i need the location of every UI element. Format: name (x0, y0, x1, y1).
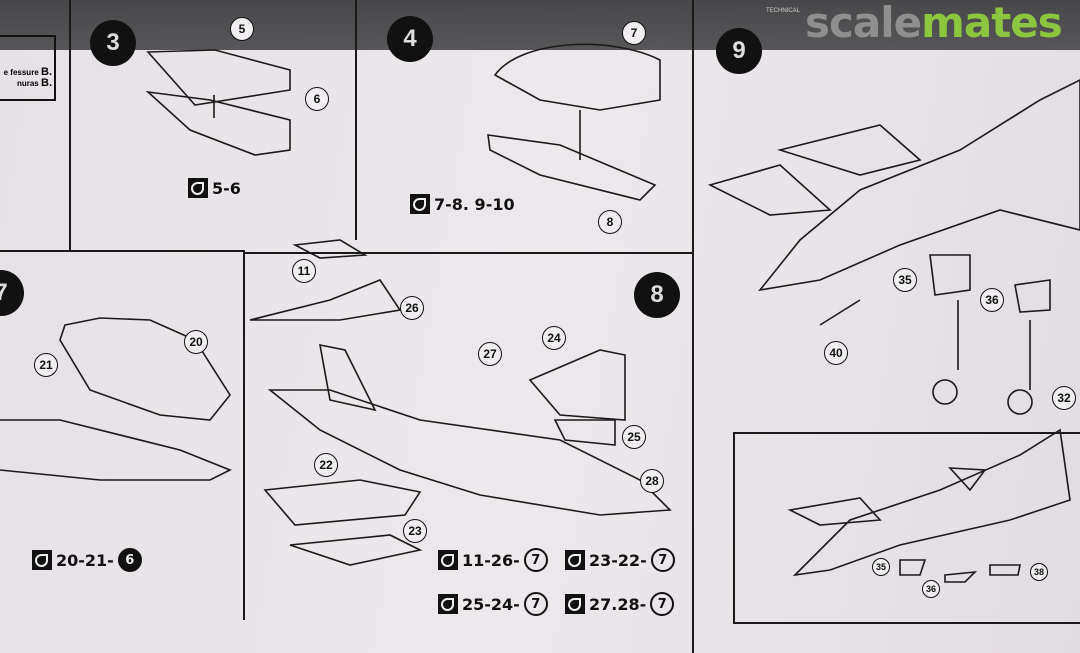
glue-icon (32, 550, 52, 570)
scalemates-logo: scalemates (805, 0, 1063, 47)
part-callout: 25 (622, 425, 646, 449)
glue-icon (188, 178, 208, 198)
part-callout: 26 (400, 296, 424, 320)
part-callout: 35 (893, 268, 917, 292)
divider (355, 0, 357, 240)
glue-icon (565, 550, 585, 570)
glue-icon (438, 550, 458, 570)
part-callout: 32 (1052, 386, 1076, 410)
aircraft-step9 (707, 79, 1080, 415)
step-4-badge: 4 (387, 16, 433, 62)
glue-icon (565, 594, 585, 614)
note-box: e fessure B. nuras B. (0, 35, 56, 101)
glue-icon (410, 194, 430, 214)
inset-box (733, 432, 1080, 624)
part-callout: 11 (292, 259, 316, 283)
header-small-text: TECHNICAL (766, 8, 801, 14)
part-callout: 35 (872, 558, 890, 576)
part-drawing-20-21 (0, 317, 232, 481)
glue-instruction-step4: 7-8. 9-10 (410, 194, 515, 214)
part-callout: 27 (478, 342, 502, 366)
part-callout: 20 (184, 330, 208, 354)
step-8-badge: 8 (634, 272, 680, 318)
part-callout: 5 (230, 17, 254, 41)
part-callout: 38 (1030, 563, 1048, 581)
part-callout: 7 (622, 21, 646, 45)
part-callout: 22 (314, 453, 338, 477)
glue-instruction-27-28: 27.28-7 (565, 592, 675, 616)
part-callout: 40 (824, 341, 848, 365)
glue-instruction-25-24: 25-24-7 (438, 592, 548, 616)
watermark-band (0, 0, 1080, 50)
part-drawing-7-8 (487, 43, 661, 201)
part-callout: 6 (305, 87, 329, 111)
part-callout: 24 (542, 326, 566, 350)
part-drawing-5-6 (145, 49, 291, 156)
aircraft-step8 (249, 239, 672, 566)
part-callout: 36 (980, 288, 1004, 312)
glue-instruction-step7: 20-21-6 (32, 548, 142, 572)
divider (243, 252, 693, 254)
divider (69, 0, 71, 250)
divider (243, 252, 245, 620)
divider (692, 0, 694, 653)
glue-instruction-step3: 5-6 (188, 178, 241, 198)
part-callout: 23 (403, 519, 427, 543)
step-3-badge: 3 (90, 20, 136, 66)
part-callout: 36 (922, 580, 940, 598)
step-9-badge: 9 (716, 28, 762, 74)
glue-instruction-11-26: 11-26-7 (438, 548, 548, 572)
glue-instruction-23-22: 23-22-7 (565, 548, 675, 572)
aircraft-inset (787, 428, 1071, 583)
glue-icon (438, 594, 458, 614)
part-callout: 28 (640, 469, 664, 493)
part-callout: 21 (34, 353, 58, 377)
divider (0, 250, 245, 252)
part-callout: 8 (598, 210, 622, 234)
